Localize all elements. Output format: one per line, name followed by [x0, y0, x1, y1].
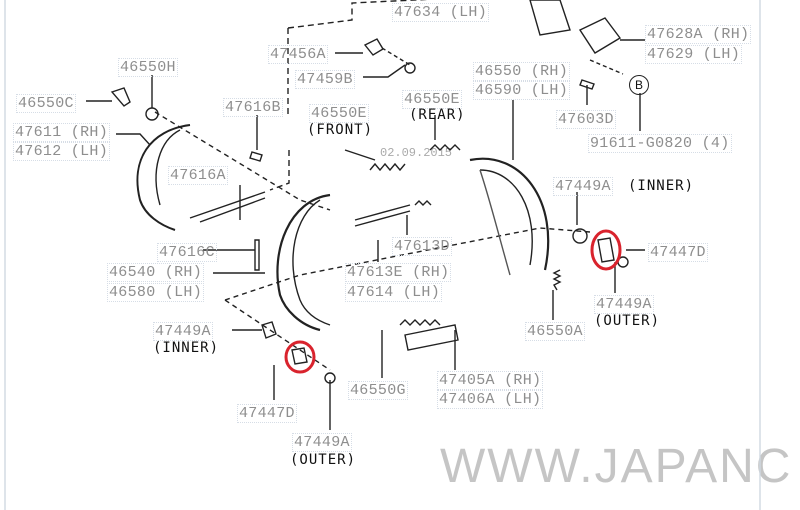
label-46550: 46550 (RH): [473, 62, 571, 81]
dashed-assembly-line: [381, 47, 411, 66]
brake-shoe-left: [276, 193, 331, 332]
callout-b: B: [629, 75, 649, 95]
qualifier-front: (FRONT): [307, 122, 374, 138]
label-47616B: 47616B: [223, 98, 283, 117]
label-47449A-outer-right: 47449A: [594, 295, 654, 314]
dashed-outline: [287, 0, 430, 29]
parking-shoe-left-inner: [155, 129, 181, 206]
part-47634: [529, 0, 571, 36]
label-47449A-inner-left: 47449A: [153, 322, 213, 341]
part-47616B: [249, 151, 263, 162]
pin-47616C: [254, 239, 260, 271]
label-46550E-rear: 46550E: [402, 90, 462, 109]
label-47611: 47611 (RH): [13, 123, 111, 142]
label-46550H: 46550H: [118, 58, 178, 77]
label-47612: 47612 (LH): [13, 142, 111, 161]
label-47629: 47629 (LH): [645, 45, 743, 64]
adjuster-47405A: [404, 324, 459, 351]
qualifier-inner-left: (INNER): [153, 340, 220, 356]
strut-47613E: [354, 204, 411, 227]
label-47616A: 47616A: [168, 166, 228, 185]
spring-47447D-left: [291, 347, 308, 365]
qualifier-rear: (REAR): [409, 107, 466, 123]
parking-shoe-left: [136, 124, 191, 231]
highlight-circle-right: [590, 229, 622, 271]
dashed-assembly-line: [154, 111, 331, 211]
part-47603D: [579, 79, 595, 90]
label-47628A: 47628A (RH): [645, 25, 752, 44]
label-47616C: 47616C: [157, 243, 217, 262]
spring-rear: [429, 144, 461, 151]
spring-47447D-right: [597, 237, 615, 263]
watermark: WWW.JAPANC: [440, 440, 793, 493]
leader-lines: [86, 39, 645, 430]
label-47447D-left: 47447D: [237, 404, 297, 423]
label-46550C: 46550C: [16, 94, 76, 113]
label-46550G: 46550G: [348, 381, 408, 400]
bracket-47628A: [578, 17, 622, 54]
label-91611-G0820: 91611-G0820 (4): [588, 134, 732, 153]
clip-46550C: [110, 87, 131, 107]
washer-46550H: [145, 107, 159, 121]
date-stamp: 02.09.2015: [380, 146, 453, 160]
label-47603D: 47603D: [556, 110, 616, 129]
label-47405A: 47405A (RH): [437, 371, 544, 390]
washer-inner-right: [572, 228, 588, 244]
brake-shoe-right-web: [479, 169, 511, 276]
washer-outer-left: [324, 372, 336, 384]
label-46550A: 46550A: [525, 322, 585, 341]
label-46540: 46540 (RH): [107, 263, 205, 282]
brake-shoe-right-inner: [479, 169, 533, 266]
dashed-assembly-line: [224, 227, 591, 301]
qualifier-inner-right: (INNER): [628, 178, 695, 194]
label-47406A: 47406A (LH): [437, 390, 544, 409]
label-47459B: 47459B: [295, 70, 355, 89]
brake-shoe-right: [469, 157, 550, 271]
label-47449A-inner-right: 47449A: [553, 177, 613, 196]
label-46590: 46590 (LH): [473, 81, 571, 100]
label-47614: 47614 (LH): [345, 283, 443, 302]
brake-shoe-left-inner: [292, 199, 331, 326]
label-47456A: 47456A: [268, 45, 328, 64]
spring-46550G: [399, 319, 441, 326]
highlight-circle-left: [284, 340, 316, 374]
label-47613D: 47613D: [392, 237, 452, 256]
adjuster-strut: [189, 191, 266, 223]
label-46580: 46580 (LH): [107, 283, 205, 302]
label-47449A-outer-left: 47449A: [292, 433, 352, 452]
dashed-assembly-line: [224, 299, 331, 371]
qualifier-outer-left: (OUTER): [290, 452, 357, 468]
part-47459B: [404, 62, 416, 74]
dashed-assembly-line: [589, 59, 624, 75]
spring-46550A: [552, 269, 562, 291]
label-47447D-right: 47447D: [648, 243, 708, 262]
spring-front: [369, 162, 406, 172]
label-47613E: 47613E (RH): [345, 263, 452, 282]
spring-47613D: [414, 200, 432, 206]
part-47456A: [363, 38, 384, 56]
label-46550E-front: 46550E: [309, 104, 369, 123]
dashed-outline-lower: [269, 150, 290, 191]
washer-inner-left: [261, 321, 277, 339]
label-47634: 47634 (LH): [392, 3, 490, 22]
qualifier-outer-right: (OUTER): [594, 313, 661, 329]
